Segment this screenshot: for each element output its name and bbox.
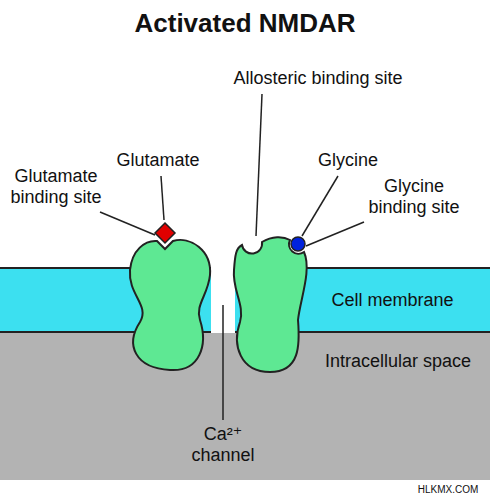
leader-line: [256, 94, 262, 236]
region-label: Cell membrane: [300, 290, 485, 311]
watermark: HLKMX.COM: [410, 484, 486, 496]
part-label: Glycine binding site: [366, 176, 462, 217]
part-label: Allosteric binding site: [188, 68, 448, 89]
part-label: Glycine: [298, 150, 398, 171]
glutamate-diamond: [155, 223, 175, 243]
region-label: Intracellular space: [318, 351, 478, 372]
receptor-subunit: [234, 237, 307, 372]
diagram-title: Activated NMDAR: [0, 8, 490, 39]
glycine-dot: [291, 237, 305, 251]
part-label: Ca²⁺ channel: [178, 424, 268, 465]
leader-line: [306, 222, 364, 246]
part-label: Glutamate: [98, 150, 218, 171]
leader-line: [222, 305, 224, 420]
receptor-subunit: [130, 240, 210, 370]
leader-line: [161, 176, 164, 220]
leader-line: [302, 176, 338, 236]
part-label: Glutamate binding site: [6, 166, 106, 207]
leader-line: [100, 212, 155, 235]
